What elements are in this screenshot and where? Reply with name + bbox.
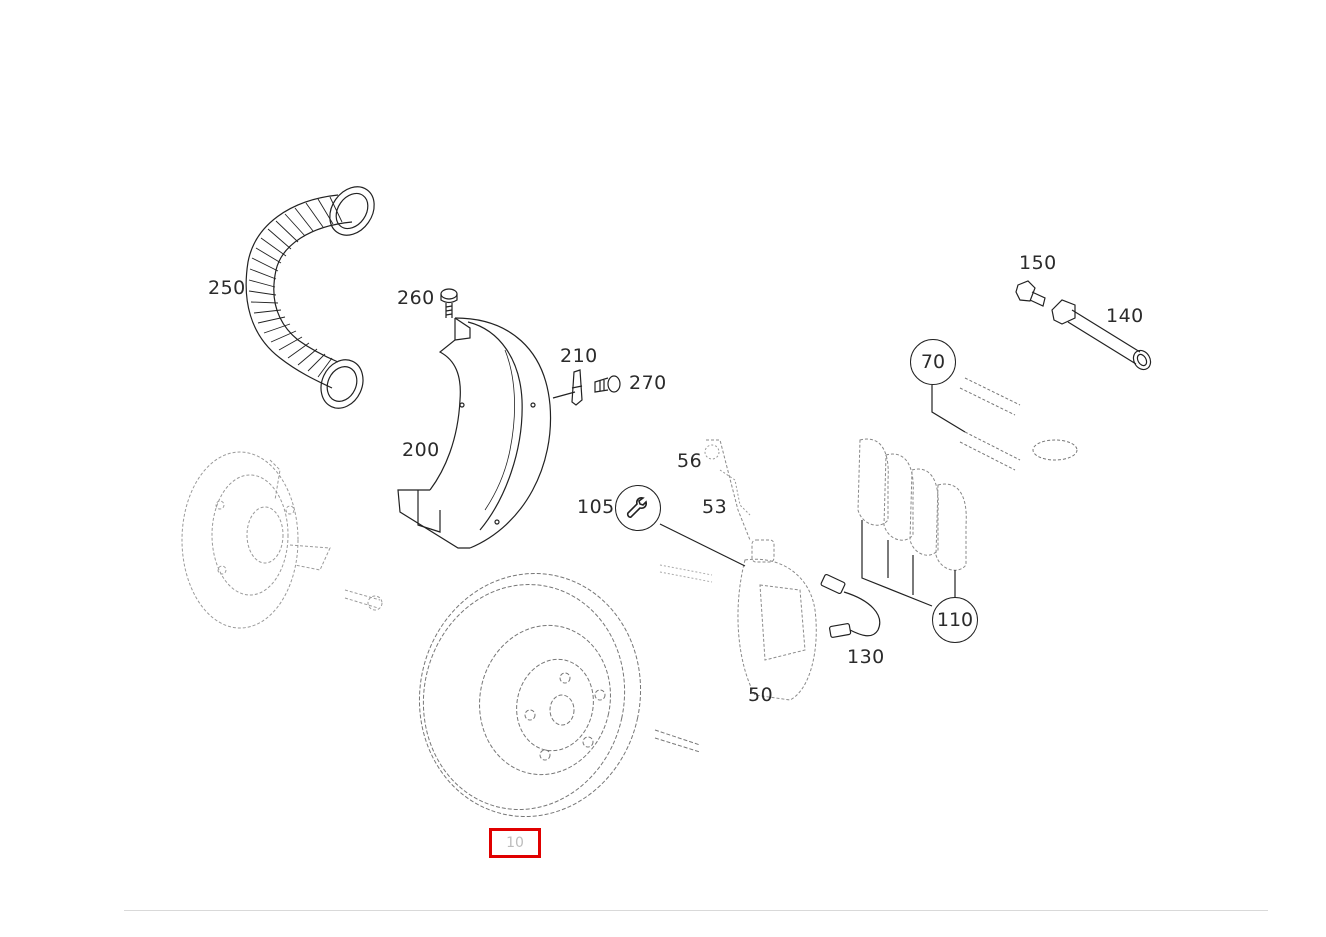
wrench-icon[interactable] [615, 485, 661, 531]
part-label-150[interactable]: 150 [1019, 252, 1057, 274]
pads-leader-lines [861, 520, 956, 607]
part-label-110[interactable]: 110 [932, 597, 978, 643]
wrench-leader-line [659, 523, 746, 567]
screw-260[interactable] [440, 288, 458, 318]
part-label-10-highlighted[interactable]: 10 [489, 828, 541, 858]
bracket-210[interactable] [571, 369, 583, 406]
splash-shield[interactable] [397, 317, 576, 549]
guide-bolt-140[interactable] [1051, 299, 1154, 373]
part-label-250[interactable]: 250 [208, 277, 246, 299]
part-label-140[interactable]: 140 [1106, 305, 1144, 327]
caliper-small-parts[interactable] [704, 444, 751, 516]
air-duct-hose[interactable] [245, 178, 383, 415]
part-label-200[interactable]: 200 [402, 439, 440, 461]
part-label-70[interactable]: 70 [910, 339, 956, 385]
part-label-210[interactable]: 210 [560, 345, 598, 367]
guide-pins[interactable] [959, 377, 1078, 471]
part-label-50[interactable]: 50 [748, 684, 774, 706]
part-label-56[interactable]: 56 [677, 450, 703, 472]
brake-pads[interactable] [857, 438, 967, 571]
screw-270[interactable] [594, 375, 621, 393]
part-label-270[interactable]: 270 [629, 372, 667, 394]
caliper-screws[interactable] [659, 564, 713, 583]
brake-caliper[interactable] [706, 439, 817, 701]
wheel-hub-assembly[interactable] [181, 451, 383, 629]
bottom-divider [124, 910, 1268, 911]
part-label-260[interactable]: 260 [397, 287, 435, 309]
brake-disc[interactable] [397, 553, 701, 837]
part-label-105[interactable]: 105 [577, 496, 615, 518]
wear-sensor-cable[interactable] [820, 573, 881, 638]
part-label-53[interactable]: 53 [702, 496, 728, 518]
bolt-150[interactable] [1015, 280, 1046, 307]
part-label-130[interactable]: 130 [847, 646, 885, 668]
pin-leader-line [931, 385, 966, 433]
